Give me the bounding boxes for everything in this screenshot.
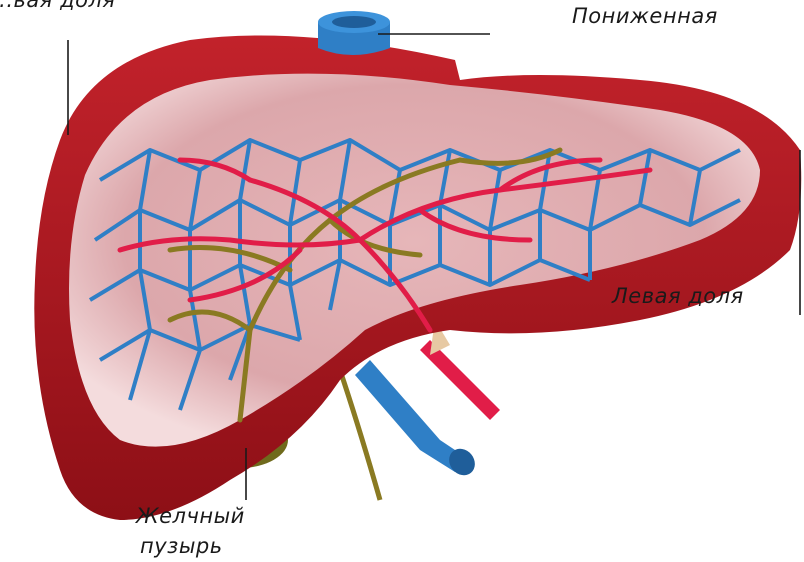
label-gallbladder-line2: пузырь <box>140 536 223 557</box>
inferior-vena-cava <box>318 11 390 55</box>
label-right-lobe: ...вая доля <box>0 0 116 11</box>
label-gallbladder-line1: Желчный <box>136 506 245 527</box>
label-left-lobe: Левая доля <box>612 286 744 307</box>
label-inferior-vena-cava: Пониженная <box>572 6 718 27</box>
